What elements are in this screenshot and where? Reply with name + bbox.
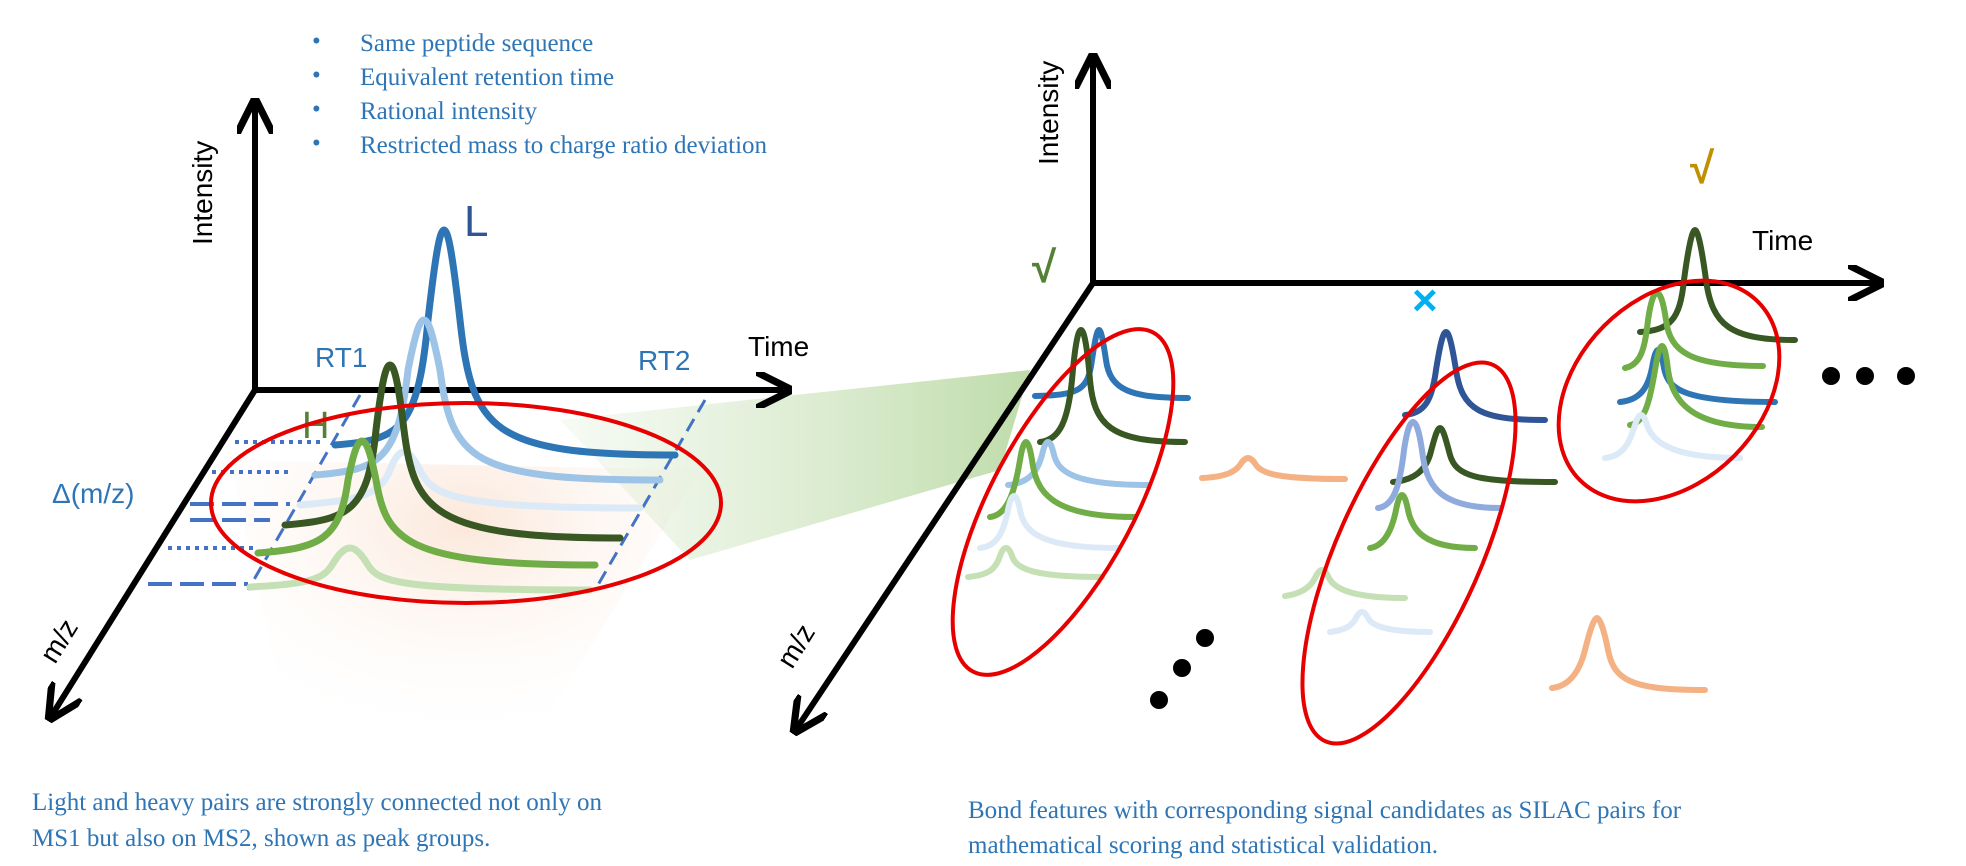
right-caption: Bond features with corresponding signal …	[968, 797, 1682, 859]
rt2-dashed-line	[593, 399, 707, 591]
delta-mz-label: Δ(m/z)	[52, 478, 134, 509]
feature-bullet-list: • Same peptide sequence • Equivalent ret…	[312, 28, 768, 159]
right-intensity-label: Intensity	[1033, 61, 1064, 165]
bullet-dot-icon: •	[312, 96, 321, 123]
check-green-icon: √	[1032, 243, 1057, 292]
peak-heavy-green-pale	[246, 544, 594, 594]
bullet-retention-time: Equivalent retention time	[360, 64, 614, 91]
right-panel: Intensity Time m/z √ √ ×	[771, 60, 1915, 859]
left-peak-group-ellipse	[209, 401, 723, 605]
light-label: L	[464, 197, 488, 246]
cross-cyan-icon: ×	[1412, 276, 1438, 325]
orange-peak-2	[1549, 614, 1708, 693]
left-intensity-label: Intensity	[187, 141, 218, 245]
left-panel: • Same peptide sequence • Equivalent ret…	[32, 28, 1030, 852]
peak-light-blue-mid	[311, 316, 664, 484]
more-dots-horizontal	[1822, 367, 1915, 385]
connecting-beam	[560, 370, 1030, 560]
svg-text:Light and heavy pairs are stro: Light and heavy pairs are strongly conne…	[32, 789, 602, 816]
left-axes	[52, 105, 785, 715]
rt1-label: RT1	[315, 342, 367, 373]
bullet-dot-icon: •	[312, 28, 321, 55]
left-mz-axis	[52, 388, 258, 715]
left-mz-label: m/z	[34, 613, 84, 668]
bullet-rational-intensity: Rational intensity	[360, 98, 538, 125]
more-dots-diagonal	[1150, 629, 1214, 709]
candidate-group-2	[1282, 328, 1558, 635]
left-peak-group	[246, 226, 679, 594]
svg-text:MS1 but also on MS2, shown as: MS1 but also on MS2, shown as peak group…	[32, 825, 490, 852]
orange-peak-1	[1199, 454, 1348, 482]
candidate-group-2-ellipse	[1300, 360, 1518, 746]
svg-text:Bond features with correspondi: Bond features with corresponding signal …	[968, 797, 1682, 824]
peak-heavy-green-mid	[254, 437, 599, 569]
left-time-label: Time	[748, 331, 809, 362]
right-mz-label: m/z	[771, 618, 821, 673]
mz-projection-lines	[148, 440, 325, 586]
candidate-group-1-ellipse	[950, 327, 1176, 677]
candidate-group-3	[1602, 226, 1798, 461]
right-time-label: Time	[1752, 225, 1813, 256]
bullet-dot-icon: •	[312, 130, 321, 157]
candidate-group-3-ellipse	[1556, 278, 1782, 504]
candidate-group-1	[965, 326, 1191, 580]
rt1-dashed-line	[246, 394, 362, 591]
peak-heavy-green-dark	[281, 361, 624, 542]
left-caption: Light and heavy pairs are strongly conne…	[32, 789, 602, 852]
right-axes	[797, 60, 1877, 728]
svg-text:mathematical scoring and stati: mathematical scoring and statistical val…	[968, 832, 1438, 859]
bullet-dot-icon: •	[312, 62, 321, 89]
bullet-mass-deviation: Restricted mass to charge ratio deviatio…	[360, 132, 768, 159]
right-mz-axis	[797, 281, 1096, 728]
bullet-same-peptide: Same peptide sequence	[360, 30, 593, 57]
rt2-label: RT2	[638, 345, 690, 376]
check-gold-icon: √	[1690, 144, 1715, 193]
